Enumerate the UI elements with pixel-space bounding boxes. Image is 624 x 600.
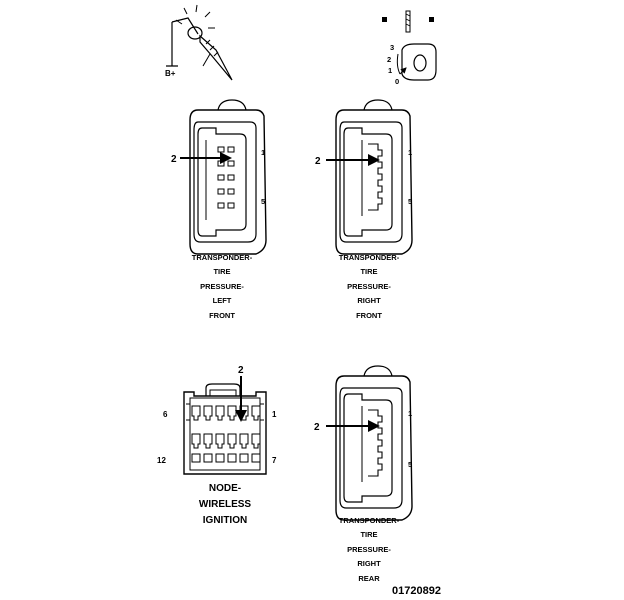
svg-text:RIGHT: RIGHT: [357, 559, 381, 568]
figure-id: 01720892: [392, 585, 441, 597]
svg-text:NODE-: NODE-: [209, 483, 241, 494]
battery-positive-label: B+: [165, 69, 176, 78]
pin-label-rr-1: 1: [408, 409, 412, 418]
pin-label-lf-5: 5: [261, 197, 265, 206]
key-position-1: 1: [388, 66, 392, 75]
svg-text:PRESSURE-: PRESSURE-: [347, 545, 391, 554]
connector-lf-housing: [189, 99, 267, 255]
key-position-3: 3: [390, 43, 394, 52]
svg-text:PRESSURE-: PRESSURE-: [200, 282, 244, 291]
connector-rr-housing: [335, 365, 413, 521]
svg-text:TRANSPONDER-: TRANSPONDER-: [339, 516, 400, 525]
pin-label-node-1: 1: [272, 410, 277, 419]
svg-text:WIRELESS: WIRELESS: [199, 499, 252, 510]
svg-text:FRONT: FRONT: [209, 311, 235, 320]
svg-text:LEFT: LEFT: [213, 296, 232, 305]
pin-label-lf-1: 1: [261, 148, 265, 157]
pin-label-rr-5: 5: [408, 460, 412, 469]
svg-text:PRESSURE-: PRESSURE-: [347, 282, 391, 291]
key-position-0: 0: [395, 77, 399, 86]
svg-text:TRANSPONDER-: TRANSPONDER-: [192, 253, 253, 262]
pin-label-node-7: 7: [272, 456, 277, 465]
ignition-key-icon: [382, 10, 437, 81]
svg-text:REAR: REAR: [358, 574, 380, 583]
svg-text:TIRE: TIRE: [360, 530, 377, 539]
pointer-label-node: 2: [238, 365, 244, 376]
svg-text:FRONT: FRONT: [356, 311, 382, 320]
pointer-label-lf: 2: [171, 154, 177, 165]
key-position-2: 2: [387, 55, 391, 64]
pointer-label-rf: 2: [315, 156, 321, 167]
connector-rf-housing: [335, 99, 413, 255]
caption-rf: TRANSPONDER- TIRE PRESSURE- RIGHT FRONT: [339, 253, 400, 320]
pointer-label-rr: 2: [314, 422, 320, 433]
svg-text:TIRE: TIRE: [360, 267, 377, 276]
svg-text:RIGHT: RIGHT: [357, 296, 381, 305]
svg-text:TIRE: TIRE: [213, 267, 230, 276]
pin-label-rf-5: 5: [408, 197, 412, 206]
caption-rr: TRANSPONDER- TIRE PRESSURE- RIGHT REAR: [339, 516, 400, 583]
pin-label-node-6: 6: [163, 410, 168, 419]
pin-label-node-12: 12: [157, 456, 166, 465]
pin-label-rf-1: 1: [408, 148, 412, 157]
test-light-icon: [166, 4, 233, 81]
caption-node: NODE- WIRELESS IGNITION: [199, 483, 252, 526]
svg-text:TRANSPONDER-: TRANSPONDER-: [339, 253, 400, 262]
caption-lf: TRANSPONDER- TIRE PRESSURE- LEFT FRONT: [192, 253, 253, 320]
connector-node-housing: [183, 383, 267, 475]
svg-text:IGNITION: IGNITION: [203, 515, 247, 526]
